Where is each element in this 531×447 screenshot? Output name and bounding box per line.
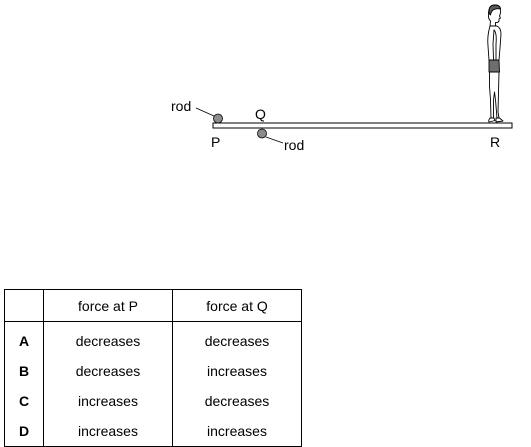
table-row: B decreases increases [4, 356, 302, 386]
rod-p-leader [195, 107, 215, 117]
option-letter: B [4, 356, 44, 386]
plank [212, 122, 513, 129]
force-q-value: increases [172, 416, 302, 447]
force-q-value: decreases [172, 321, 302, 356]
label-q: Q [255, 106, 266, 122]
header-force-at-p: force at P [43, 289, 173, 322]
answer-table: force at P force at Q A decreases decrea… [4, 289, 302, 447]
table-row: D increases increases [4, 416, 302, 447]
label-r: R [490, 134, 500, 150]
table-row: C increases decreases [4, 386, 302, 416]
label-p: P [211, 134, 220, 150]
standing-man [487, 4, 504, 123]
force-p-value: decreases [43, 356, 173, 386]
option-letter: D [4, 416, 44, 447]
plank-rods-man-diagram: rod rod Q P R [171, 4, 513, 153]
rod-q-leader [265, 136, 284, 144]
rod-upper-label: rod [171, 98, 191, 114]
rod-q [257, 128, 267, 139]
force-p-value: increases [43, 416, 173, 447]
force-q-value: decreases [172, 386, 302, 416]
force-q-value: increases [172, 356, 302, 386]
header-force-at-q: force at Q [172, 289, 302, 322]
table-header-row: force at P force at Q [4, 289, 302, 322]
force-p-value: decreases [43, 321, 173, 356]
force-p-value: increases [43, 386, 173, 416]
rod-lower-label: rod [284, 137, 304, 153]
option-letter: A [4, 321, 44, 356]
option-letter: C [4, 386, 44, 416]
rod-p [213, 113, 223, 124]
header-blank-cell [4, 289, 44, 322]
table-row: A decreases decreases [4, 321, 302, 356]
